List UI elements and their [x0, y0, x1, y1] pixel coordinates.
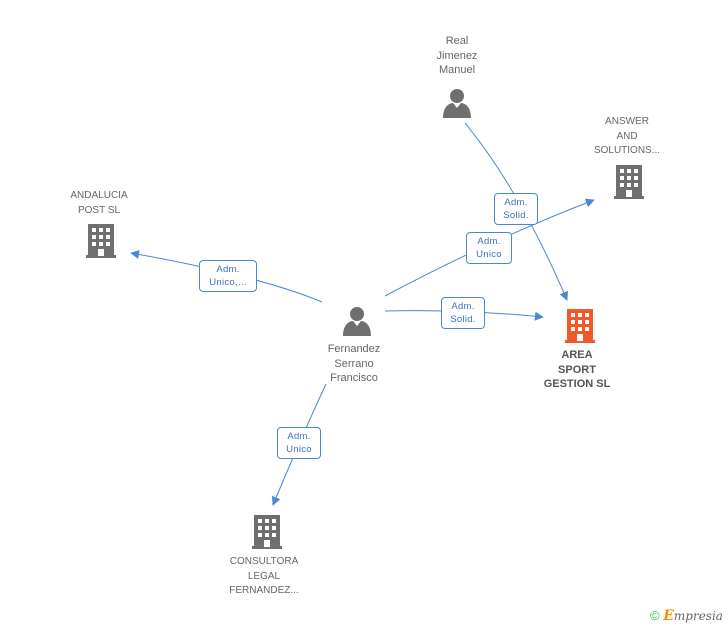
person-icon[interactable]	[443, 89, 471, 118]
footer-brand[interactable]: © Empresia	[650, 608, 723, 624]
building-icon[interactable]	[86, 224, 116, 258]
node-label-answer[interactable]: ANSWER AND SOLUTIONS...	[593, 116, 661, 156]
empresia-logo: Empresia	[663, 608, 723, 624]
edge-role-real-area[interactable]: Adm. Solid.	[494, 193, 538, 225]
node-label-andalucia[interactable]: ANDALUCIA POST SL	[70, 190, 128, 216]
node-label-real[interactable]: Real Jimenez Manuel	[436, 35, 478, 76]
node-label-consultora[interactable]: CONSULTORA LEGAL FERNANDEZ...	[229, 556, 299, 596]
node-label-fernandez[interactable]: Fernandez Serrano Francisco	[327, 343, 381, 384]
building-main-icon[interactable]	[565, 309, 595, 343]
copyright-symbol: ©	[650, 608, 660, 623]
building-icon[interactable]	[252, 515, 282, 549]
person-icon[interactable]	[343, 307, 371, 336]
edge-role-area[interactable]: Adm. Solid.	[441, 297, 485, 329]
edge-role-answer[interactable]: Adm. Unico	[466, 232, 512, 264]
edge-role-andalucia[interactable]: Adm. Unico,...	[199, 260, 257, 292]
building-icon[interactable]	[614, 165, 644, 199]
edge-role-consultora[interactable]: Adm. Unico	[277, 427, 321, 459]
node-label-area[interactable]: AREA SPORT GESTION SL	[543, 349, 611, 390]
